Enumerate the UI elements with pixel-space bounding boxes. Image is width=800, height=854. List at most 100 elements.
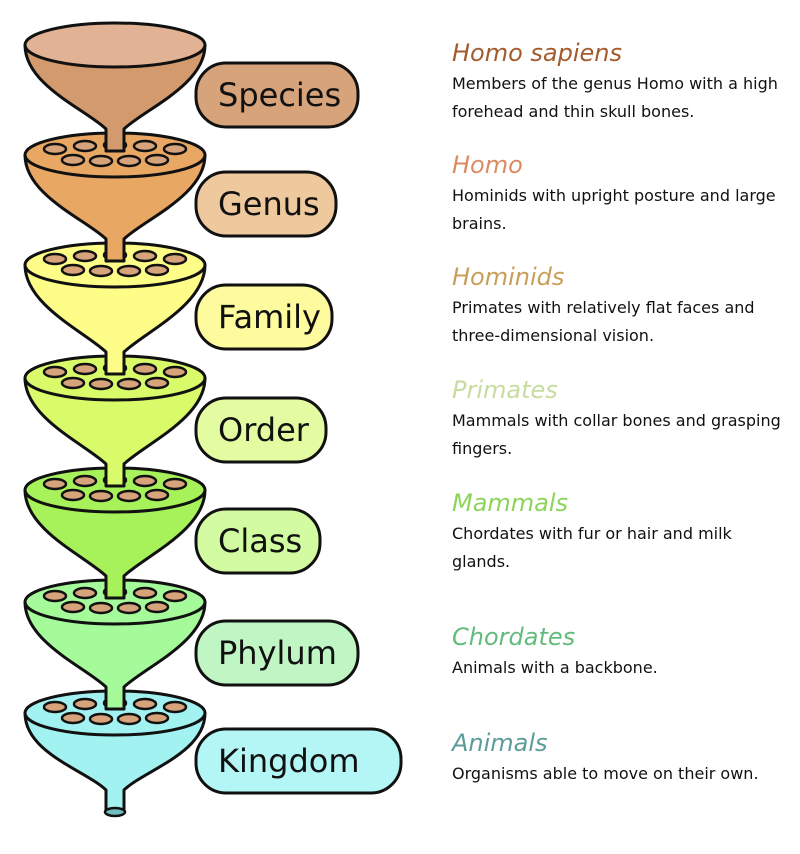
funnel-hole [162,700,188,714]
funnel-hole [88,489,114,503]
rank-label-order: Order [194,396,328,464]
rank-pill [194,61,360,129]
taxon-description: Members of the genus Homo with a high fo… [452,74,778,121]
funnel-hole [144,711,170,725]
taxon-title: Primates [452,376,558,404]
funnel-hole [132,586,158,600]
taxon-title: Hominids [452,263,565,291]
funnel-level-family [23,241,207,376]
funnel-hole [144,263,170,277]
funnel-hole [116,489,142,503]
funnel-hole [88,712,114,726]
funnel-hole [144,376,170,390]
rank-name: Class [218,522,302,560]
rank-name: Kingdom [218,742,360,780]
funnel-hole [88,601,114,615]
funnel-hole [60,376,86,390]
funnel-hole [72,139,98,153]
taxon-description: Organisms able to move on their own. [452,764,759,783]
rank-name: Family [218,298,321,336]
funnel-hole [72,586,98,600]
funnel-hole [60,600,86,614]
funnel-hole [132,474,158,488]
funnel-hole [60,263,86,277]
funnel-hole [132,249,158,263]
funnel-hole [132,139,158,153]
funnel-hole [116,377,142,391]
funnel-hole [42,700,68,714]
funnel-level-class [23,466,207,600]
rank-name: Phylum [218,634,337,672]
rank-label-family: Family [194,283,334,351]
funnel-hole [42,589,68,603]
funnel-hole [116,712,142,726]
funnel-hole [162,365,188,379]
rank-pill [194,727,403,795]
funnel-level-genus [23,131,207,263]
funnel-hole [144,600,170,614]
funnel-hole [116,601,142,615]
funnel-hole [144,488,170,502]
taxon-description: Primates with relatively flat faces and … [452,298,755,345]
funnel-body [23,43,207,153]
taxon-title: Homo sapiens [452,39,623,67]
taxon-title: Animals [452,729,548,757]
rank-pill [194,170,338,238]
funnel-body [23,153,207,263]
taxon-description: Animals with a backbone. [452,658,658,677]
funnel-body [23,488,207,600]
funnel-hole [88,377,114,391]
rank-name: Order [218,411,310,449]
taxon-title: Chordates [452,623,576,651]
funnel-hole [42,365,68,379]
taxon-title: Homo [452,151,523,179]
rank-label-species: Species [194,61,360,129]
funnel-body [23,600,207,711]
rank-label-genus: Genus [194,170,338,238]
funnel-hole [72,474,98,488]
funnel-hole [72,362,98,376]
funnel-hole [162,142,188,156]
rank-name: Genus [218,185,320,223]
funnel-hole [88,264,114,278]
rank-pill [194,619,360,687]
rank-label-phylum: Phylum [194,619,360,687]
rank-pill [194,283,334,351]
funnel-hole [42,252,68,266]
taxon-description: Hominids with upright posture and large … [452,186,776,233]
funnel-level-order [23,354,207,488]
taxon-description: Mammals with collar bones and grasping f… [452,411,781,458]
funnel-hole [60,153,86,167]
rank-pill [194,507,322,575]
funnel-level-species [23,21,207,153]
funnel-hole [42,142,68,156]
funnel-hole [72,249,98,263]
funnel-hole [88,154,114,168]
taxon-title: Mammals [452,489,569,517]
funnel-hole [60,488,86,502]
taxon-description: Chordates with fur or hair and milk glan… [452,524,732,571]
rank-label-kingdom: Kingdom [194,727,403,795]
funnel-level-phylum [23,578,207,711]
funnel-hole [162,252,188,266]
funnel-hole [144,153,170,167]
funnel-spout-tip [103,806,127,818]
funnel-hole [132,362,158,376]
rank-pill [194,396,328,464]
funnel-body [23,263,207,376]
funnel-hole [60,711,86,725]
funnel-hole [72,697,98,711]
funnel-hole [116,154,142,168]
funnel-hole [162,477,188,491]
funnel-hole [162,589,188,603]
funnel-hole [42,477,68,491]
funnel-body [23,376,207,488]
funnel-rim [23,21,207,69]
